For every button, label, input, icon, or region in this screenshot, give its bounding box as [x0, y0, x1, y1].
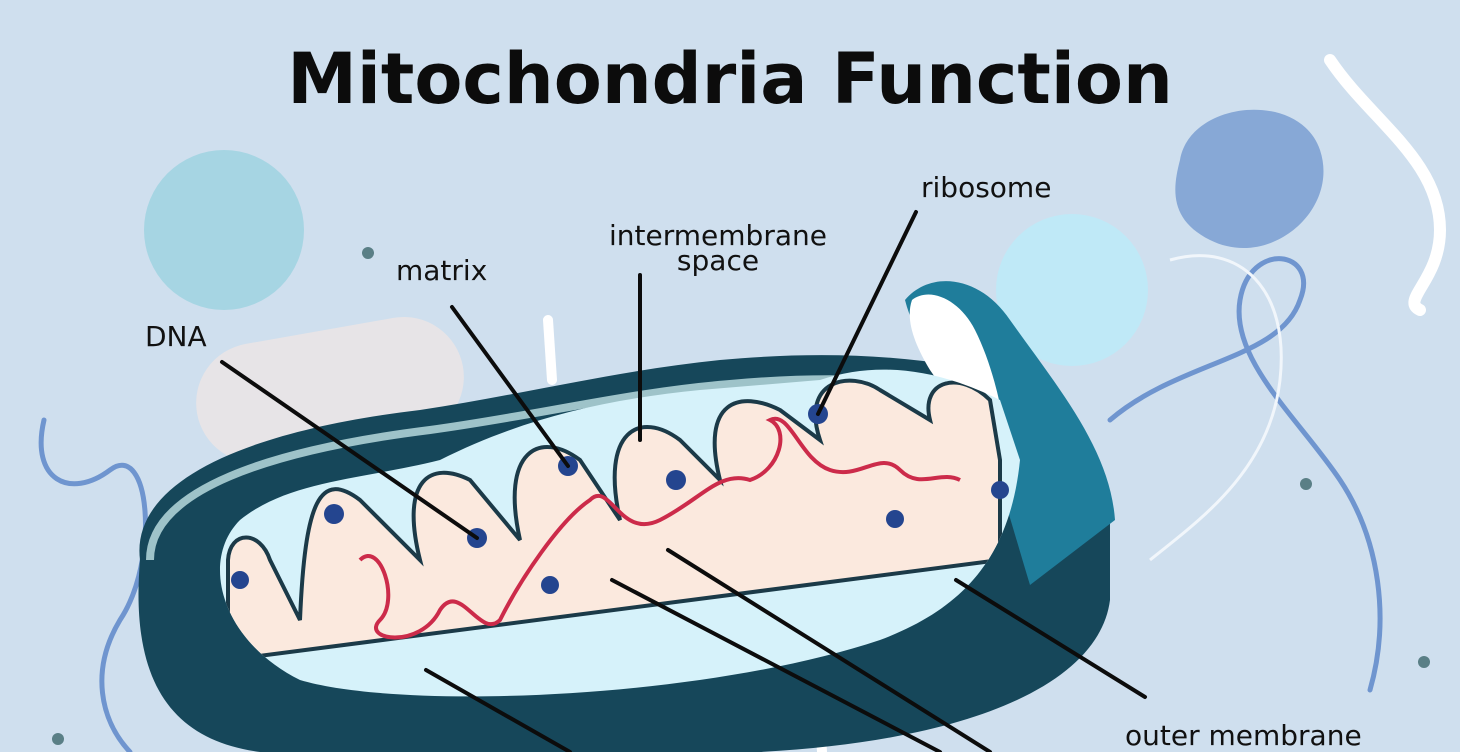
ribosome-dot [324, 504, 344, 524]
ribosome-dot [541, 576, 559, 594]
outer-membrane-leader [954, 578, 1147, 699]
label-outer-membrane: outer membrane [1125, 719, 1362, 752]
decor-dot [1418, 656, 1430, 668]
page-title: Mitochondria Function [287, 38, 1173, 120]
decor-squiggle-left [38, 417, 148, 752]
label-ribosome: ribosome [921, 171, 1051, 204]
decor-circle-left [144, 150, 304, 310]
label-matrix: matrix [396, 254, 487, 287]
ribosome-dot [886, 510, 904, 528]
leader-lines [220, 210, 1147, 752]
ribosome-leader [816, 210, 918, 416]
decor-dot [362, 247, 374, 259]
decor-dot [1300, 478, 1312, 490]
leader-bottom-b [610, 578, 942, 752]
ribosome-dot [991, 481, 1009, 499]
ribosome-dot [231, 571, 249, 589]
decor-squiggle-white [1324, 54, 1447, 316]
label-intermembrane-line1: intermembrane [609, 219, 827, 252]
dna-strand [358, 416, 961, 640]
label-dna: DNA [145, 320, 207, 353]
dna-leader [220, 360, 479, 540]
leader-bottom-c [424, 668, 572, 752]
label-intermembrane-line2: space [677, 244, 759, 277]
decor-dot [52, 733, 64, 745]
decor-circle-right [996, 214, 1148, 366]
decor-blue-blob [1175, 109, 1324, 248]
decor-squiggle-thin [1149, 254, 1283, 562]
ribosome-dot [666, 470, 686, 490]
matrix-leader [450, 305, 570, 468]
decor-stroke-white [543, 315, 557, 385]
leader-bottom-a [666, 548, 992, 752]
decor-squiggle-blue [1107, 256, 1383, 693]
mitochondrion [138, 281, 1115, 752]
